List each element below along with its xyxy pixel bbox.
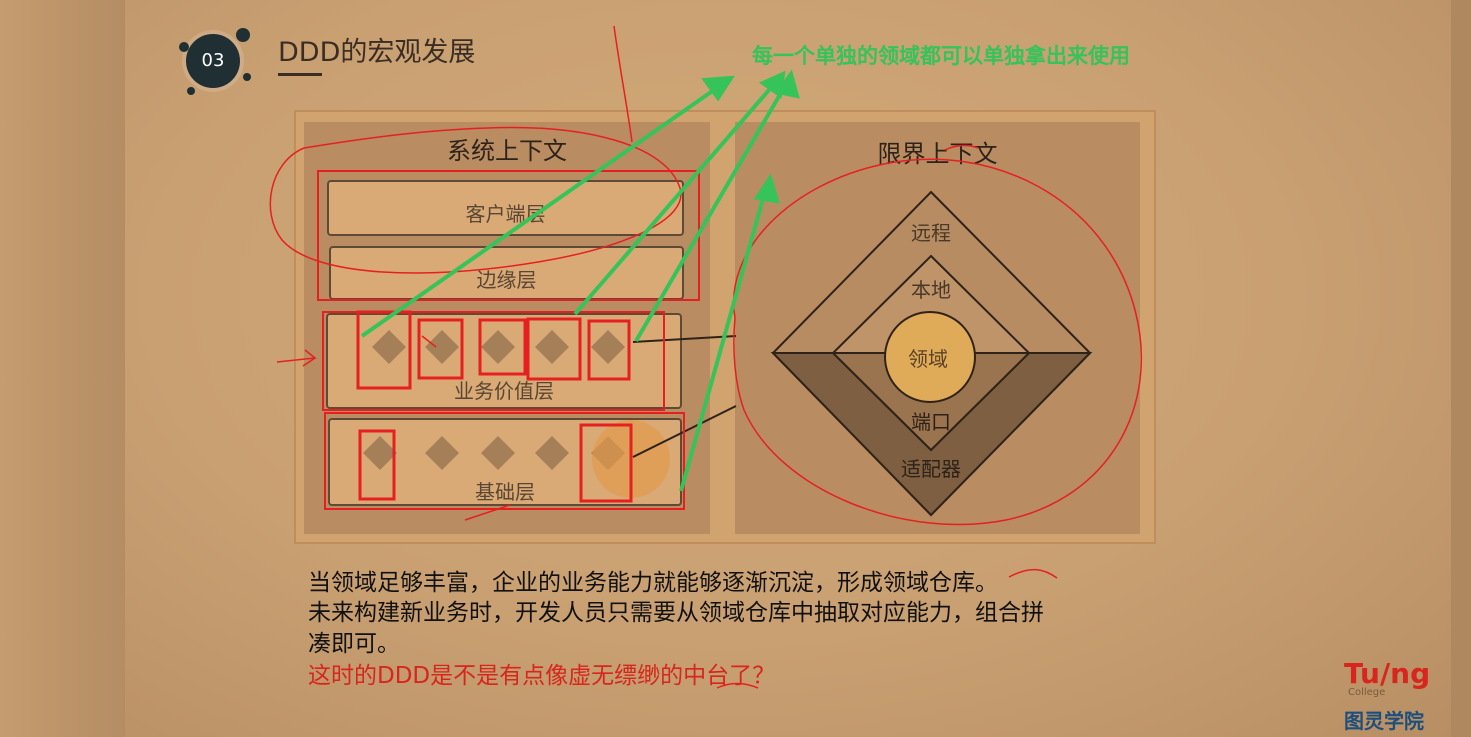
logo-subtitle: College — [1348, 687, 1386, 698]
business-layer-box — [322, 311, 665, 411]
red-ellipse-right — [732, 158, 1143, 526]
foundation-layer-label: 基础层 — [475, 480, 535, 504]
red-underline — [464, 504, 511, 521]
bottom-question-line: 这时的DDD是不是有点像虚无缥缈的中台了？ — [308, 663, 776, 689]
domain-circle — [884, 311, 976, 403]
badge-dot — [179, 42, 189, 52]
foundation-layer-box — [324, 412, 685, 510]
green-arrow-head — [774, 69, 800, 99]
logo-chinese-name: 图灵学院 — [1344, 709, 1424, 733]
client-layer-label: 客户端层 — [465, 202, 546, 226]
business-value-layer-label: 业务价值层 — [454, 379, 554, 403]
red-underline — [944, 144, 979, 151]
edge-layer-label: 边缘层 — [476, 268, 537, 292]
badge-dot — [243, 73, 251, 81]
domain-label: 领域 — [908, 347, 948, 371]
red-arrow-left — [276, 349, 317, 367]
red-underline — [716, 682, 759, 689]
red-tick — [421, 335, 437, 348]
badge-dot — [187, 87, 195, 95]
slide-number-badge: 03 — [186, 34, 240, 88]
red-ellipse-top — [269, 126, 682, 274]
bounded-context-diagram — [632, 190, 1093, 517]
adapter-label: 适配器 — [901, 457, 961, 481]
bounded-context-labels: 远程 本地 领域 端口 适配器 — [901, 221, 961, 481]
turing-college-logo: Tu/ng College 图灵学院 — [1340, 655, 1440, 735]
connector-line — [632, 335, 737, 343]
bottom-text-line: 当领域足够丰富，企业的业务能力就能够逐渐沉淀，形成领域仓库。 — [308, 570, 998, 596]
bottom-text-line: 凑即可。 — [308, 631, 400, 657]
port-label: 端口 — [911, 410, 951, 434]
title-underline — [278, 73, 322, 76]
red-underline — [1008, 568, 1058, 579]
domain-box — [417, 318, 464, 380]
green-arrow-head — [753, 173, 780, 204]
system-context-title: 系统上下文 — [447, 137, 567, 165]
green-arrow-line — [634, 84, 787, 343]
green-arrow-line — [679, 187, 768, 492]
green-arrows — [360, 69, 800, 492]
remote-label: 远程 — [911, 221, 951, 245]
left-margin — [0, 0, 125, 737]
client-layer: 客户端层 — [327, 180, 684, 236]
red-line — [613, 25, 633, 143]
domain-box — [358, 429, 396, 501]
domain-box — [579, 423, 633, 503]
domain-box — [478, 318, 527, 376]
domain-box — [587, 319, 631, 381]
bottom-text-line: 未来构建新业务时，开发人员只需要从领域仓库中抽取对应能力，组合拼 — [308, 600, 1044, 626]
right-margin — [1451, 0, 1471, 737]
domain-box — [356, 310, 412, 390]
green-arrow-line — [360, 83, 723, 338]
logo-brand: Tu/ng — [1344, 657, 1431, 690]
green-annotation-text: 每一个单独的领域都可以单独拿出来使用 — [752, 44, 1130, 68]
local-label: 本地 — [911, 278, 951, 302]
domain-box — [526, 317, 582, 381]
page-title: DDD的宏观发展 — [278, 37, 476, 68]
green-arrow-line — [573, 81, 777, 316]
badge-dot — [236, 28, 250, 42]
green-arrow-head — [701, 75, 735, 102]
